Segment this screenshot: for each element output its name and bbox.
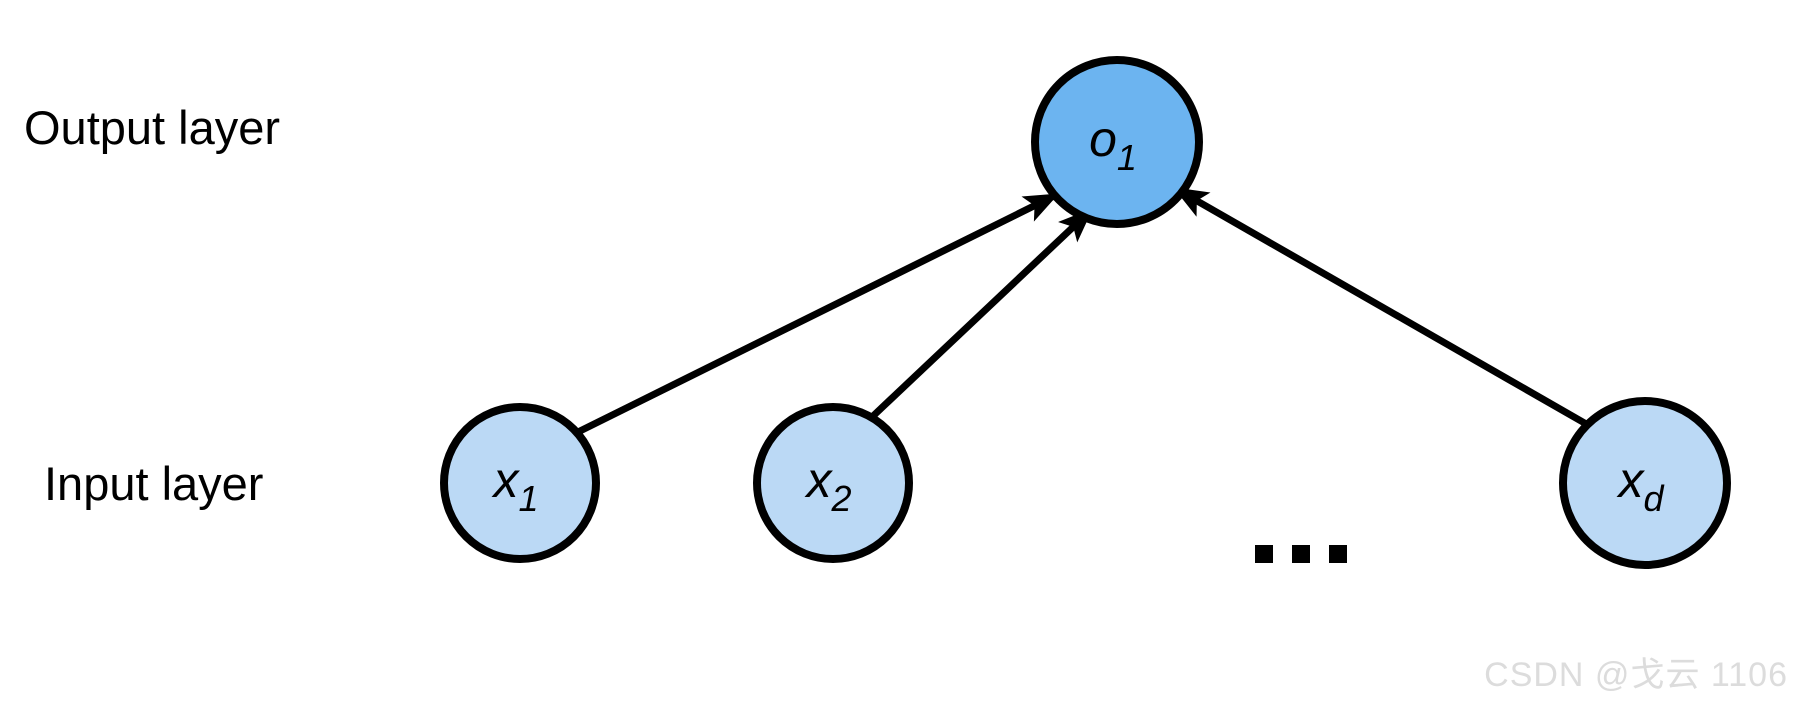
- csdn-watermark: CSDN @戈云 1106: [1484, 656, 1788, 694]
- ellipsis-dots: [1255, 545, 1347, 563]
- edge-xd-to-o1: [1173, 186, 1590, 429]
- input-node-circle-x2[interactable]: [753, 403, 913, 563]
- input-layer-label: Input layer: [44, 457, 264, 510]
- input-node-xd[interactable]: xd: [1559, 397, 1731, 569]
- edges-group: [576, 186, 1590, 436]
- output-node-circle-o1[interactable]: [1031, 56, 1203, 228]
- ellipsis-dot-3: [1329, 545, 1347, 563]
- edge-x1-to-o1: [576, 192, 1060, 436]
- input-node-x1[interactable]: x1: [440, 403, 600, 563]
- input-node-circle-x1[interactable]: [440, 403, 600, 563]
- input-node-subscript-xd: d: [1643, 478, 1664, 519]
- input-node-circle-xd[interactable]: [1559, 397, 1731, 569]
- input-node-subscript-x2: 2: [830, 478, 851, 519]
- edge-x2-to-o1: [869, 208, 1094, 420]
- input-node-x2[interactable]: x2: [753, 403, 913, 563]
- output-node-o1[interactable]: o1: [1031, 56, 1203, 228]
- output-node-label-o1: o1: [1089, 111, 1137, 178]
- input-node-subscript-x1: 1: [518, 478, 538, 519]
- ellipsis-dot-2: [1292, 545, 1310, 563]
- nodes-group: x1 x2 xd o1: [440, 56, 1731, 569]
- ellipsis-dot-1: [1255, 545, 1273, 563]
- output-layer-label: Output layer: [24, 101, 281, 154]
- input-node-label-x2: x2: [804, 452, 851, 519]
- output-node-subscript-o1: 1: [1117, 137, 1137, 178]
